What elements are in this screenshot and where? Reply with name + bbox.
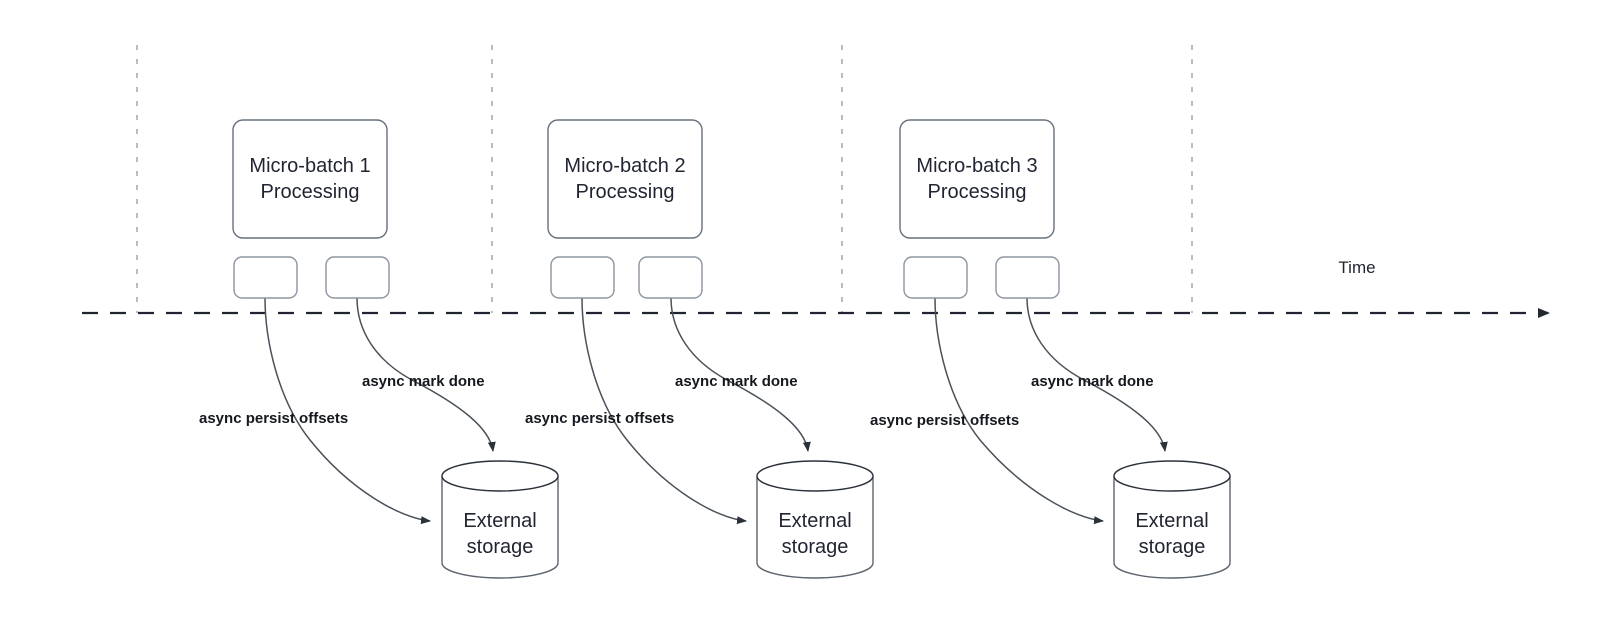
edge-mb2-mark-done [670, 297, 811, 452]
edge-mb1-persist-offsets [264, 297, 431, 525]
external-storage-1-label-line2: storage [467, 536, 534, 558]
edge-mb3-persist-offsets [934, 297, 1104, 525]
external-storage-3-body [1113, 476, 1231, 579]
mb3-task-box-b[interactable] [995, 256, 1060, 299]
batch-group-3: Micro-batch 3 Processing External storag… [870, 119, 1231, 579]
mb3-task-box-a[interactable] [903, 256, 968, 299]
edge-label-mb1-persist-offsets: async persist offsets [199, 410, 348, 427]
external-storage-3-label-line1: External [1135, 510, 1208, 532]
divider-lines-group [136, 45, 1193, 313]
external-storage-2-top [756, 460, 874, 492]
edge-mb1-mark-done [356, 297, 496, 452]
edge-label-mb2-persist-offsets: async persist offsets [525, 410, 674, 427]
mb2-task-box-b[interactable] [638, 256, 703, 299]
micro-batch-1-title-line2: Processing [261, 181, 360, 203]
micro-batch-2-title-line1: Micro-batch 2 [564, 155, 685, 177]
external-storage-3-label-line2: storage [1139, 536, 1206, 558]
micro-batch-1-title-line1: Micro-batch 1 [249, 155, 370, 177]
external-storage-2-body [756, 476, 874, 579]
edge-label-mb3-persist-offsets: async persist offsets [870, 412, 1019, 429]
micro-batch-3-title-line1: Micro-batch 3 [916, 155, 1037, 177]
time-axis-group: Time [82, 258, 1550, 318]
edge-label-mb2-mark-done: async mark done [675, 373, 798, 390]
external-storage-3-top [1113, 460, 1231, 492]
external-storage-2-label-line1: External [778, 510, 851, 532]
micro-batch-3-box[interactable] [899, 119, 1055, 239]
mb1-task-box-a[interactable] [233, 256, 298, 299]
micro-batch-1-box[interactable] [232, 119, 388, 239]
external-storage-1-body [441, 476, 559, 579]
edge-label-mb1-mark-done: async mark done [362, 373, 485, 390]
external-storage-1-top [441, 460, 559, 492]
micro-batch-2-box[interactable] [547, 119, 703, 239]
time-axis-label: Time [1338, 258, 1375, 277]
batch-group-1: Micro-batch 1 Processing External storag… [199, 119, 559, 579]
external-storage-1-label-line1: External [463, 510, 536, 532]
batch-group-2: Micro-batch 2 Processing External storag… [525, 119, 874, 579]
mb2-task-box-a[interactable] [550, 256, 615, 299]
external-storage-2[interactable]: External storage [756, 460, 874, 579]
edge-mb3-mark-done [1026, 297, 1168, 452]
mb1-task-box-b[interactable] [325, 256, 390, 299]
micro-batch-2-title-line2: Processing [576, 181, 675, 203]
micro-batch-3-title-line2: Processing [928, 181, 1027, 203]
external-storage-3[interactable]: External storage [1113, 460, 1231, 579]
external-storage-2-label-line2: storage [782, 536, 849, 558]
external-storage-1[interactable]: External storage [441, 460, 559, 579]
edge-label-mb3-mark-done: async mark done [1031, 373, 1154, 390]
edge-mb2-persist-offsets [581, 297, 747, 525]
